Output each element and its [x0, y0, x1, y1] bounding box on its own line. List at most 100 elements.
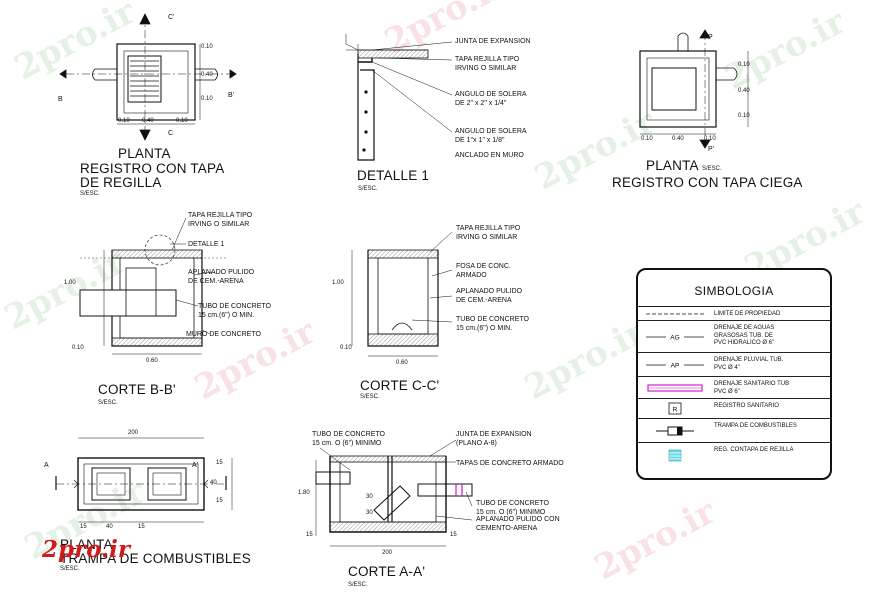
dim-label: 0.10 — [201, 96, 213, 102]
dim-label: 0.40 — [672, 136, 684, 142]
legend-desc: DRENAJE DE AGUAS GRASOSAS TUB. DE PVC HI… — [714, 325, 775, 346]
legend-tag: AP — [671, 363, 680, 370]
note-angulo-solera-2: ANGULO DE SOLERA DE 2" x 2" x 1/4" — [455, 91, 527, 107]
corte-cc-drawing — [351, 231, 453, 357]
simbologia-legend: SIMBOLOGIA LIMITE DE PROPIEDAD AG DRENAJ… — [636, 268, 832, 480]
legend-row: AG DRENAJE DE AGUAS GRASOSAS TUB. DE PVC… — [638, 320, 830, 353]
section-mark-a: A — [44, 462, 49, 469]
legend-desc: TRAMPA DE COMBUSTIBLES — [714, 423, 797, 429]
scale-label: S/ESC. — [80, 191, 100, 197]
legend-desc: DRENAJE SANITARIO TUB PVC Ø 6" — [714, 381, 790, 395]
planta-regilla-subtitle: REGISTRO CON TAPA DE REGILLA — [80, 161, 225, 190]
dim-label: 0.10 — [72, 345, 84, 351]
section-mark-b-prime: B' — [228, 92, 235, 99]
legend-row: LIMITE DE PROPIEDAD — [638, 306, 830, 321]
dim-label: 0.60 — [396, 360, 408, 366]
dim-label: 15 — [450, 532, 457, 538]
planta-ciega-title: PLANTA — [646, 158, 699, 173]
note-tubo-concreto-2: TUBO DE CONCRETO 15 cm. O (6") MINIMO — [476, 500, 549, 516]
dim-label: 0.10 — [738, 113, 750, 119]
dim-label: 0.10 — [641, 136, 653, 142]
brand-logo: 2pro.ir — [42, 536, 131, 563]
section-mark-b: B — [58, 96, 63, 103]
legend-row: TRAMPA DE COMBUSTIBLES — [638, 418, 830, 443]
note-junta-expansion: JUNTA DE EXPANSION (PLANO A-8) — [456, 431, 532, 447]
planta-regilla-drawing — [59, 13, 237, 141]
grate-register-icon — [668, 449, 682, 462]
detalle1-drawing — [345, 34, 453, 161]
legend-row: REG. CONTAPA DE REJILLA — [638, 442, 830, 477]
section-mark-p: P — [708, 34, 713, 41]
dim-label: 30 — [366, 510, 373, 516]
dim-label: 200 — [382, 550, 393, 556]
planta-trampa-drawing — [55, 437, 233, 523]
note-fosa-concreto: FOSA DE CONC. ARMADO — [456, 263, 511, 279]
dim-label: 0.10 — [176, 118, 188, 124]
scale-label: S/ESC. — [358, 186, 378, 192]
legend-desc: DRENAJE PLUVIAL TUB. PVC Ø 4" — [714, 357, 784, 371]
dim-label: 30 — [366, 494, 373, 500]
note-tapa-rejilla: TAPA REJILLA TIPO IRVING O SIMILAR — [456, 225, 521, 241]
corte-bb-title: CORTE B-B' — [98, 382, 176, 397]
note-junta-expansion: JUNTA DE EXPANSION — [455, 38, 531, 45]
legend-row: DRENAJE SANITARIO TUB PVC Ø 6" — [638, 376, 830, 399]
sanitary-register-icon: R — [668, 402, 682, 415]
scale-label: S/ESC. — [98, 400, 118, 406]
scale-label: S/ESC. — [60, 566, 80, 572]
dim-label: 1.80 — [298, 490, 310, 496]
dim-label: 1.00 — [64, 280, 76, 286]
dim-label: 40 — [106, 524, 113, 530]
dim-label: 40 — [210, 480, 217, 486]
note-aplanado: APLANADO PULIDO DE CEM.-ARENA — [188, 269, 255, 285]
dim-label: 15 — [138, 524, 145, 530]
planta-ciega-drawing — [639, 29, 749, 149]
note-aplanado: APLANADO PULIDO DE CEM.-ARENA — [456, 288, 523, 304]
scale-label: S/ESC. — [702, 166, 722, 172]
dim-label: 0.60 — [146, 358, 158, 364]
dim-label: 15 — [216, 460, 223, 466]
section-mark-c: C — [168, 130, 174, 137]
dim-label: 0.40 — [738, 88, 750, 94]
note-aplanado: APLANADO PULIDO CON CEMENTO-ARENA — [476, 516, 560, 532]
note-angulo-solera-1: ANGULO DE SOLERA DE 1"x 1" x 1/8" — [455, 128, 527, 144]
dim-label: 15 — [80, 524, 87, 530]
planta-regilla-title: PLANTA — [118, 146, 171, 161]
sanitary-pipe-icon — [647, 384, 703, 392]
legend-desc: REG. CONTAPA DE REJILLA — [714, 447, 794, 453]
note-tapas-concreto: TAPAS DE CONCRETO ARMADO — [456, 460, 564, 467]
dim-label: 0.10 — [738, 62, 750, 68]
grease-drain-line-icon: AG — [646, 335, 704, 342]
fuel-trap-icon — [656, 426, 694, 436]
note-tapa-rejilla: TAPA REJILLA TIPO IRVING O SIMILAR — [455, 56, 520, 72]
legend-title: SIMBOLOGIA — [694, 284, 774, 298]
section-mark-c-prime: C' — [168, 14, 175, 21]
dim-label: 0.10 — [340, 345, 352, 351]
dim-label: 0.40 — [142, 118, 154, 124]
corte-cc-title: CORTE C-C' — [360, 378, 440, 393]
corte-bb-drawing — [79, 217, 228, 355]
dim-label: 0.10 — [704, 136, 716, 142]
note-tapa-rejilla: TAPA REJILLA TIPO IRVING O SIMILAR — [188, 212, 253, 228]
corte-aa-title: CORTE A-A' — [348, 564, 426, 579]
legend-tag: AG — [670, 335, 679, 342]
dashed-line-icon — [646, 313, 704, 315]
note-anclado-muro: ANCLADO EN MURO — [455, 152, 524, 159]
corte-aa-drawing — [315, 439, 473, 547]
dim-label: 0.10 — [118, 118, 130, 124]
storm-drain-line-icon: AP — [646, 363, 704, 370]
note-tubo-concreto: TUBO DE CONCRETO 15 cm.(6") O MIN. — [198, 303, 271, 319]
dim-label: 1.00 — [332, 280, 344, 286]
note-tubo-concreto: TUBO DE CONCRETO 15 cm. O (6") MINIMO — [312, 431, 385, 447]
scale-label: S/ESC. — [348, 582, 368, 588]
note-tubo-concreto: TUBO DE CONCRETO 15 cm.(6") O MIN. — [456, 316, 529, 332]
dim-label: 0.40 — [201, 72, 213, 78]
dim-label: 15 — [306, 532, 313, 538]
planta-ciega-subtitle: REGISTRO CON TAPA CIEGA — [612, 175, 803, 190]
section-mark-a-prime: A' — [192, 462, 199, 469]
detalle1-title: DETALLE 1 — [357, 168, 430, 183]
legend-row: AP DRENAJE PLUVIAL TUB. PVC Ø 4" — [638, 352, 830, 377]
planta-trampa-title: PLANTA TRAMPA DE COMBUSTIBLES — [60, 537, 251, 566]
legend-row: R REGISTRO SANITARIO — [638, 398, 830, 419]
note-muro-concreto: MURO DE CONCRETO — [186, 331, 261, 338]
